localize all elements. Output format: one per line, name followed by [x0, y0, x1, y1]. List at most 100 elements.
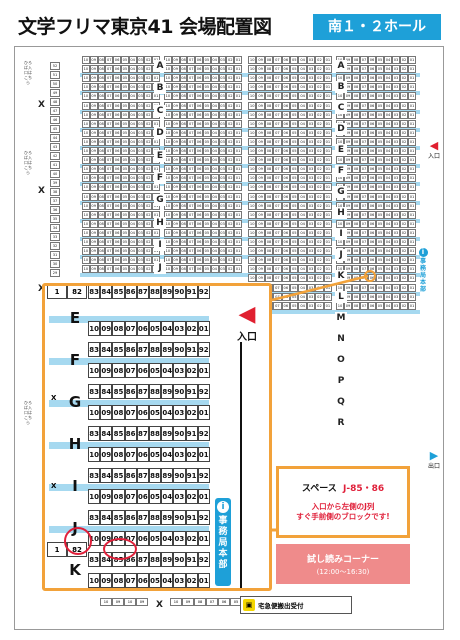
seat: 08 [97, 238, 106, 246]
seat: 02 [226, 137, 235, 146]
seat: 08 [97, 210, 106, 219]
seat: 07 [105, 83, 114, 92]
seat: 04 [384, 247, 392, 256]
seat: 06 [368, 110, 376, 119]
zoom-seat: 07 [124, 321, 137, 336]
callout-space-prefix: スペース [301, 484, 337, 494]
seat: 01 [323, 292, 333, 301]
seat: 03 [392, 119, 400, 128]
seat: 08 [97, 83, 106, 92]
seat: 02 [226, 156, 235, 165]
seat: 02 [144, 147, 153, 155]
zoom-seat: 05 [148, 447, 162, 462]
seat: 05 [290, 165, 299, 174]
zoom-seat: 02 [185, 489, 198, 504]
seat: 08 [97, 56, 106, 64]
zoom-seat: 01 [197, 405, 210, 420]
zoom-seat: 87 [136, 384, 149, 399]
seat: 04 [384, 283, 392, 292]
side-seat: 48 [50, 98, 60, 106]
seat: 05 [120, 147, 129, 155]
seat: 10 [82, 156, 90, 165]
seat: 50 [50, 80, 60, 88]
seat: 01 [234, 174, 242, 183]
seat: 08 [352, 256, 360, 265]
seat: 05 [120, 56, 129, 64]
seat: 10 [82, 256, 90, 265]
seat: 10 [82, 137, 90, 146]
seat: 03 [136, 56, 145, 64]
seat: 03 [136, 119, 145, 128]
seat: 07 [360, 238, 368, 246]
seat: 05 [120, 247, 129, 256]
seat: 01 [323, 128, 333, 137]
row-letter-i: I [335, 228, 347, 240]
seat: 09 [256, 174, 265, 183]
seat: 05 [290, 119, 299, 128]
seat: 38 [50, 188, 60, 196]
seat: 06 [368, 219, 376, 228]
seat: 02 [400, 110, 408, 119]
seat: 02 [400, 128, 408, 137]
zoom-seat: 91 [185, 468, 198, 483]
seat: 08 [352, 156, 360, 165]
seat: 03 [306, 65, 316, 74]
seat: 08 [352, 183, 360, 192]
seat: 01 [234, 238, 242, 246]
seat: 10 [248, 156, 257, 165]
seat: 07 [105, 147, 114, 155]
seat: 06 [195, 210, 203, 219]
seat: 08 [264, 74, 274, 83]
seat: 06 [281, 192, 291, 201]
seat: 02 [144, 238, 153, 246]
seat: 06 [281, 210, 291, 219]
seat: 08 [352, 238, 360, 246]
zoom-seat: 87 [136, 552, 149, 567]
seat: 06 [368, 165, 376, 174]
seat: 04 [384, 301, 392, 310]
exit-arrow-icon: ▶ [429, 449, 439, 462]
tameshi-corner: 試し読みコーナー (12:00～16:30) [276, 544, 410, 584]
seat: 09 [89, 256, 98, 265]
seat: 03 [136, 165, 145, 174]
seat: 02 [400, 119, 408, 128]
zoom-seat: 05 [148, 363, 162, 378]
seat: 02 [226, 192, 235, 201]
seat: 03 [392, 56, 400, 64]
seat: 08 [264, 128, 274, 137]
seat: 02 [400, 265, 408, 274]
seat: 08 [264, 119, 274, 128]
seat: 05 [120, 128, 129, 137]
seat: 09 [171, 210, 180, 219]
seat: 03 [306, 147, 316, 155]
seat: 05 [290, 83, 299, 92]
seat: 03 [218, 210, 227, 219]
zoom-seat: 92 [197, 384, 210, 399]
zoom-seat: 87 [136, 468, 149, 483]
seat: 08 [179, 247, 188, 256]
seat: 07 [105, 192, 114, 201]
seat: 10 [82, 101, 90, 110]
seat: 07 [360, 147, 368, 155]
seat: 01 [323, 92, 333, 101]
seat: 08 [264, 101, 274, 110]
zoom-seat: 07 [124, 489, 137, 504]
seat: 05 [290, 174, 299, 183]
seat: 02 [315, 83, 324, 92]
seat: 02 [226, 201, 235, 210]
row-letter-e: E [335, 144, 347, 156]
seat: 08 [352, 56, 360, 64]
seat: 06 [368, 201, 376, 210]
seat: 10 [248, 137, 257, 146]
zoom-seat: 90 [173, 384, 186, 399]
seat: 05 [376, 219, 384, 228]
seat: 07 [187, 256, 196, 265]
seat: 08 [179, 228, 188, 237]
